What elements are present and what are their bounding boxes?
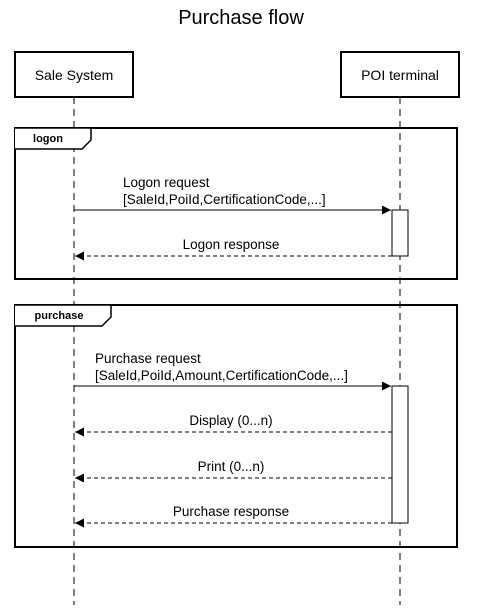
logon-request-label: Logon request	[123, 175, 210, 190]
purchase-response-label: Purchase response	[173, 504, 289, 519]
purchase-request-params: [SaleId,PoiId,Amount,CertificationCode,.…	[95, 368, 348, 383]
activation-bar-logon	[391, 209, 409, 257]
participant-sale-system[interactable]: Sale System	[14, 51, 134, 98]
participant-poi-terminal[interactable]: POI terminal	[340, 51, 460, 98]
participant-poi-terminal-label: POI terminal	[361, 67, 439, 83]
logon-response-label: Logon response	[183, 237, 280, 252]
fragment-purchase-label: purchase	[35, 310, 84, 322]
fragment-logon[interactable]: logon	[14, 127, 458, 280]
purchase-request-label: Purchase request	[95, 351, 201, 366]
display-label: Display (0...n)	[189, 413, 272, 428]
fragment-purchase[interactable]: purchase	[14, 304, 458, 548]
diagram-title: Purchase flow	[178, 7, 304, 29]
activation-bar-purchase	[391, 385, 409, 524]
logon-request-params: [SaleId,PoiId,CertificationCode,...]	[123, 192, 326, 207]
print-label: Print (0...n)	[198, 459, 265, 474]
participant-sale-system-label: Sale System	[35, 67, 114, 83]
fragment-logon-label: logon	[33, 133, 63, 145]
